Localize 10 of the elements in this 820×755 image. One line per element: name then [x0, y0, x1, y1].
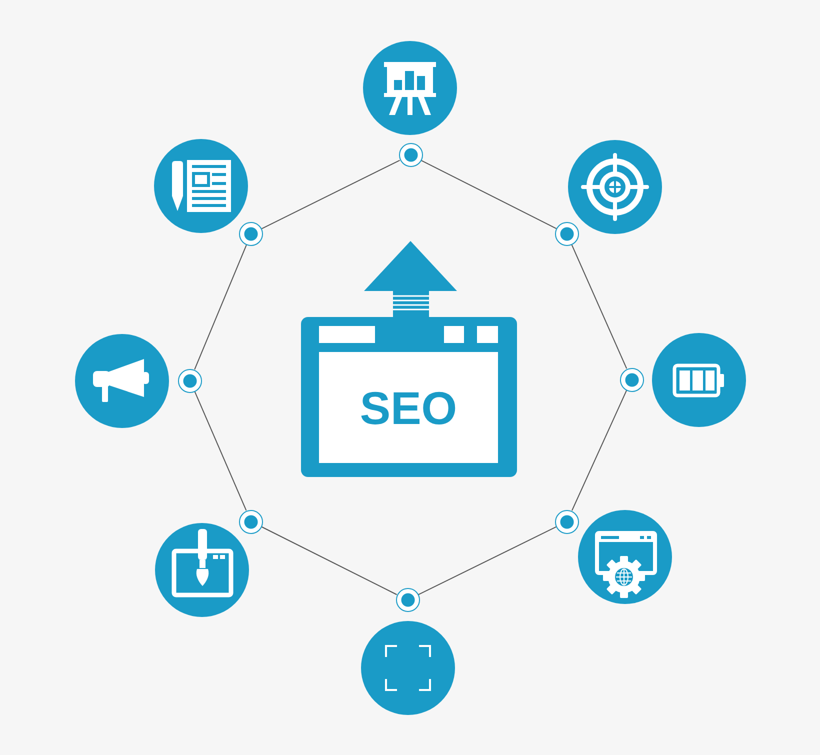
browser-window: [301, 317, 517, 477]
connector-line: [261, 526, 398, 596]
connector-line: [571, 244, 628, 370]
connector-line: [261, 160, 400, 230]
connector-line: [571, 390, 628, 512]
connector-line: [418, 526, 557, 596]
connector-line: [194, 391, 247, 511]
window-label: SEO: [360, 384, 458, 430]
connector-line: [420, 160, 557, 230]
connector-line: [194, 244, 247, 370]
